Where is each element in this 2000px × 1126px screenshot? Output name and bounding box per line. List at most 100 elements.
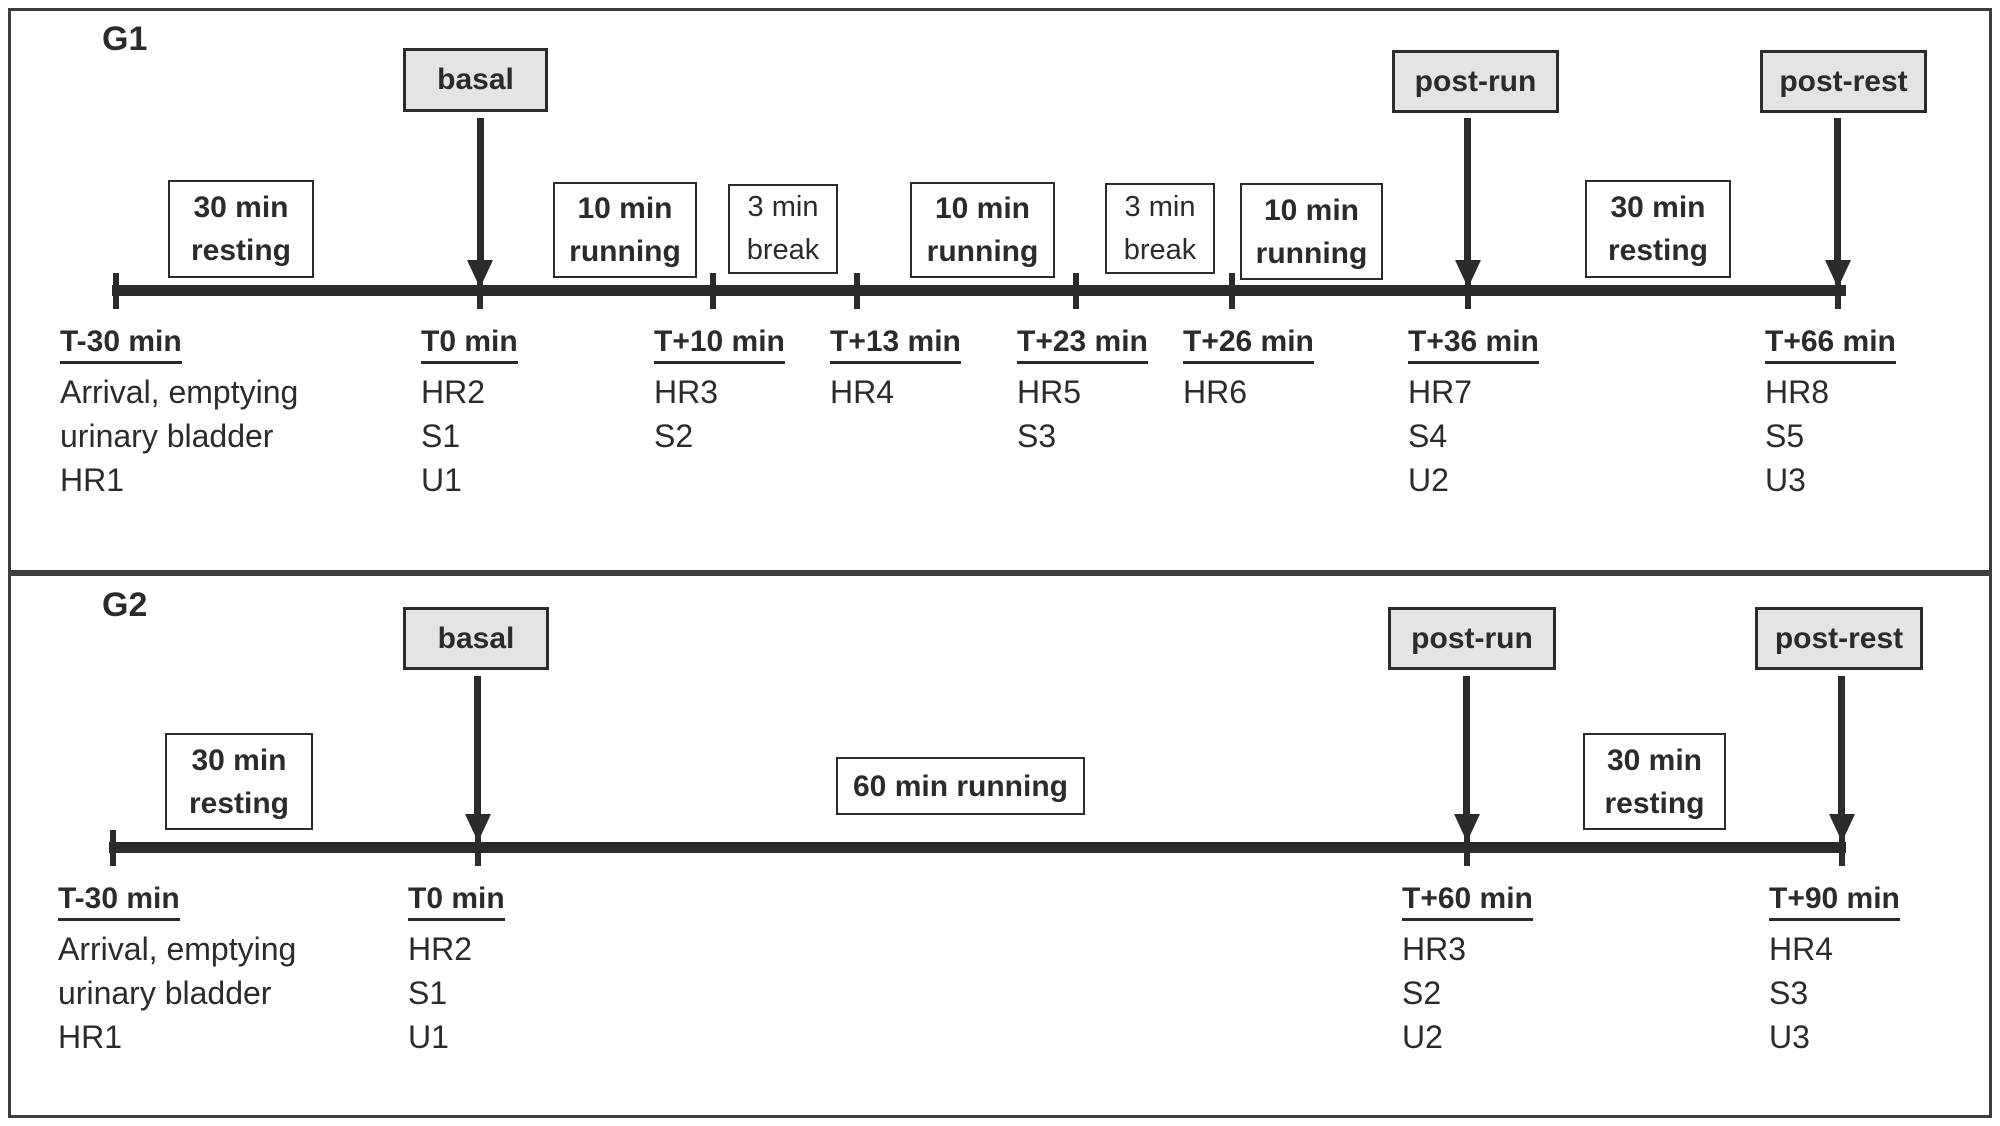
g1-basal-box: basal [403,48,548,112]
arrow-shaft [1464,118,1471,262]
timepoint-time: T+36 min [1408,325,1539,364]
g2-basal-label: basal [437,621,515,655]
arrow-shaft [477,118,484,262]
g2-post-rest-label: post-rest [1774,621,1904,655]
timepoint-item: HR7 [1408,374,1473,410]
timepoint-item: U3 [1765,462,1806,498]
arrow-shaft [1838,676,1845,816]
timepoint-item: HR3 [654,374,719,410]
timepoint-item: HR2 [408,931,473,967]
timepoint-item: HR4 [1769,931,1834,967]
timepoint-items: Arrival, emptying urinary bladder HR1 [58,931,296,1063]
phase-line: 3 min [747,191,819,223]
timepoint-item: S3 [1017,418,1057,454]
phase-line: 3 min [1124,190,1196,223]
timepoint-item: urinary bladder [60,418,274,454]
arrow-shaft [474,676,481,816]
g1-tick-t66 [1835,273,1841,309]
g2-tick-t90 [1839,830,1845,866]
g2-post-rest-box: post-rest [1755,607,1923,670]
timepoint-item: U2 [1408,462,1449,498]
timepoint-item: HR6 [1183,374,1248,410]
timepoint-item: HR3 [1402,931,1467,967]
g2-timepoint-t0: T0 min HR2 S1 U1 [408,882,505,1063]
timepoint-time: T0 min [421,325,518,364]
phase-line: resting [1604,786,1705,820]
g1-tick-t-30 [113,273,119,309]
timepoint-item: S3 [1769,975,1809,1011]
phase-line: 30 min [1606,743,1703,777]
timepoint-items: HR7 S4 U2 [1408,374,1539,506]
timepoint-item: urinary bladder [58,975,272,1011]
arrow-shaft [1834,118,1841,262]
g1-tick-t0 [477,273,483,309]
timepoint-item: HR4 [830,374,895,410]
timepoint-item: U1 [408,1019,449,1055]
timepoint-item: Arrival, emptying [58,931,297,967]
g1-timepoint-t66: T+66 min HR8 S5 U3 [1765,325,1896,506]
timepoint-time: T+13 min [830,325,961,364]
timepoint-items: HR4 S3 U3 [1769,931,1900,1063]
phase-line: running [926,235,1039,268]
timepoint-item: HR5 [1017,374,1082,410]
phase-line: break [1123,233,1197,266]
g2-timepoint-t60: T+60 min HR3 S2 U2 [1402,882,1533,1063]
phase-line: 30 min [1610,191,1706,224]
timepoint-items: HR5 S3 [1017,374,1148,462]
timepoint-item: HR8 [1765,374,1830,410]
g2-basal-box: basal [403,607,549,670]
g1-timepoint-t10: T+10 min HR3 S2 [654,325,785,462]
phase-line: running [1255,236,1368,270]
g1-resting-box-1: 30 min resting [168,180,314,278]
timepoint-time: T+60 min [1402,882,1533,921]
g1-timepoint-t-30: T-30 min Arrival, emptying urinary bladd… [60,325,298,506]
g2-timepoint-t-30: T-30 min Arrival, emptying urinary bladd… [58,882,296,1063]
timepoint-item: S5 [1765,418,1805,454]
g1-timepoint-t23: T+23 min HR5 S3 [1017,325,1148,462]
g1-post-rest-box: post-rest [1760,50,1927,113]
phase-line: resting [188,786,290,820]
timepoint-items: HR2 S1 U1 [408,931,505,1063]
timepoint-item: S1 [421,418,461,454]
timepoint-time: T+26 min [1183,325,1314,364]
timepoint-items: HR8 S5 U3 [1765,374,1896,506]
g1-post-run-label: post-run [1414,64,1537,98]
g1-tick-t10 [710,273,716,309]
g1-running-box-1: 10 min running [553,182,697,278]
g1-tick-t23 [1073,273,1079,309]
timepoint-item: S4 [1408,418,1448,454]
g2-timeline [109,842,1846,853]
timepoint-item: U3 [1769,1019,1810,1055]
g1-resting-box-2: 30 min resting [1585,180,1731,278]
timepoint-time: T0 min [408,882,505,921]
g1-tick-t13 [854,273,860,309]
g1-group-label: G1 [102,20,148,58]
timepoint-item: U2 [1402,1019,1443,1055]
g2-tick-t0 [475,830,481,866]
g1-timepoint-t13: T+13 min HR4 [830,325,961,418]
timepoint-item: S2 [1402,975,1442,1011]
g1-timepoint-t36: T+36 min HR7 S4 U2 [1408,325,1539,506]
g2-tick-t60 [1464,830,1470,866]
timepoint-time: T+10 min [654,325,785,364]
timepoint-time: T+90 min [1769,882,1900,921]
phase-line: 10 min [577,192,673,225]
g1-post-run-box: post-run [1392,50,1559,113]
phase-line: resting [190,234,292,267]
phase-line: break [746,234,820,266]
g1-running-box-3: 10 min running [1240,183,1383,280]
g1-break-box-2: 3 min break [1105,183,1215,274]
timepoint-time: T+66 min [1765,325,1896,364]
g1-timepoint-t26: T+26 min HR6 [1183,325,1314,418]
timepoint-item: HR2 [421,374,486,410]
timepoint-item: HR1 [60,462,125,498]
g1-timepoint-t0: T0 min HR2 S1 U1 [421,325,518,506]
timepoint-items: HR2 S1 U1 [421,374,518,506]
timepoint-items: HR4 [830,374,961,418]
timepoint-time: T-30 min [58,882,180,921]
timepoint-item: S2 [654,418,694,454]
g2-resting-box-1: 30 min resting [165,733,313,830]
timepoint-items: Arrival, emptying urinary bladder HR1 [60,374,298,506]
g2-post-run-box: post-run [1388,607,1556,670]
